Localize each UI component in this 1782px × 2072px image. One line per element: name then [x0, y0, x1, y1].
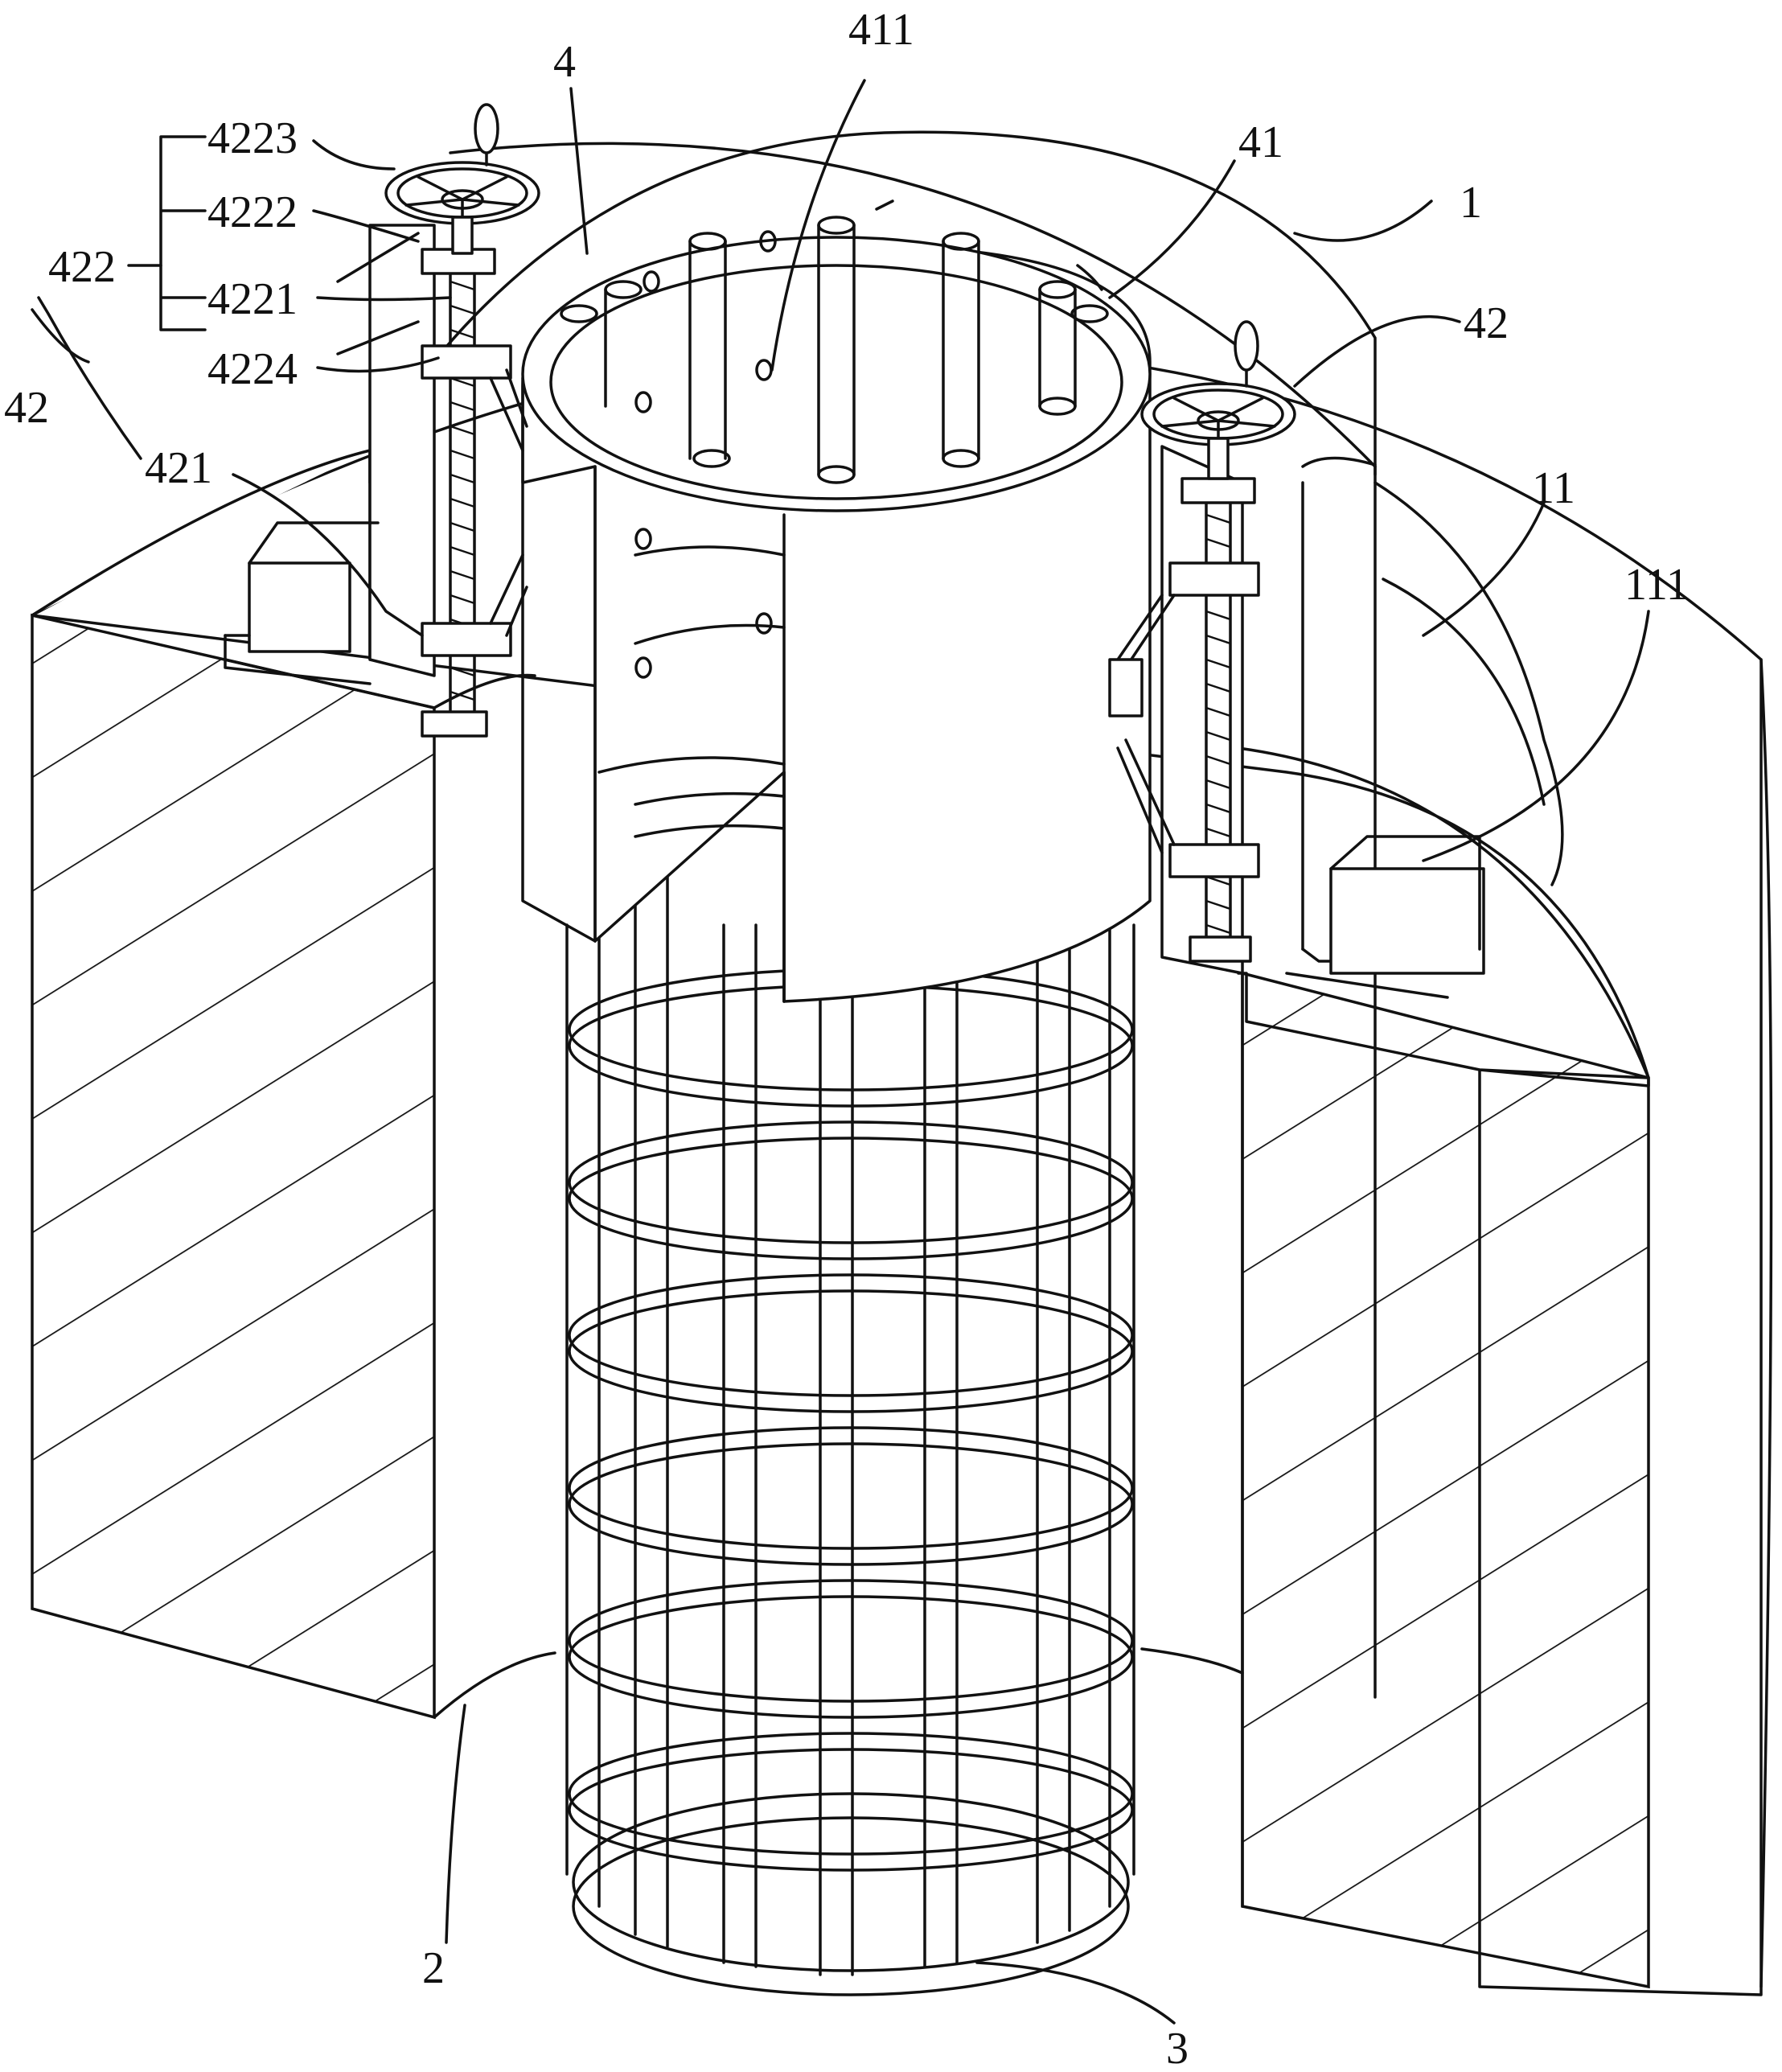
label-11: 11 [1532, 463, 1575, 513]
label-4222: 4222 [207, 187, 298, 237]
leader-lines [31, 79, 1650, 2025]
label-1: 1 [1460, 178, 1482, 228]
label-42-left: 42 [4, 383, 49, 433]
label-42-right: 42 [1464, 298, 1509, 348]
label-41: 41 [1238, 117, 1283, 167]
part-labels: 4 411 41 1 42 11 111 4223 4222 422 4221 … [4, 5, 1689, 2072]
label-4224: 4224 [207, 344, 298, 394]
label-4221: 4221 [207, 274, 298, 324]
right-soil-block [1241, 971, 1650, 1989]
left-soil-block [31, 449, 536, 1720]
right-lifting-mechanism [1108, 320, 1485, 999]
label-4: 4 [553, 37, 576, 87]
label-111: 111 [1624, 560, 1689, 610]
label-411: 411 [848, 5, 914, 55]
label-4223: 4223 [207, 113, 298, 163]
rebar-cage [565, 481, 1135, 1996]
casing-tube [521, 199, 1152, 1003]
label-421: 421 [145, 443, 212, 493]
label-422: 422 [48, 242, 116, 292]
pile-hole-bottom [433, 1647, 1244, 1719]
left-lifting-mechanism [224, 103, 540, 738]
label-2: 2 [422, 1943, 445, 1993]
label-3: 3 [1166, 2024, 1189, 2072]
